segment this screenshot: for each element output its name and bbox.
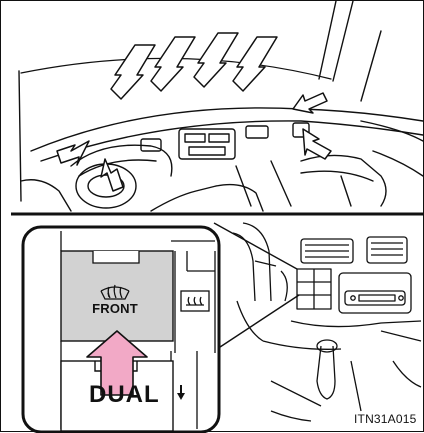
windshield-arrow-4 — [233, 37, 277, 91]
side-vent-arrow-right-down — [303, 129, 331, 159]
windshield-arrow-3 — [194, 33, 238, 87]
callout-leaders — [214, 223, 299, 351]
dual-button-label: DUAL — [89, 381, 160, 409]
windshield-arrow-1 — [111, 45, 155, 99]
side-vent-arrow-left-up — [57, 141, 89, 165]
figure-code: ITN31A015 — [352, 412, 419, 426]
front-button-label: FRONT — [85, 301, 145, 316]
front-defroster-button[interactable] — [61, 251, 173, 341]
console-scene — [233, 223, 421, 421]
windshield-arrow-2 — [151, 37, 195, 91]
